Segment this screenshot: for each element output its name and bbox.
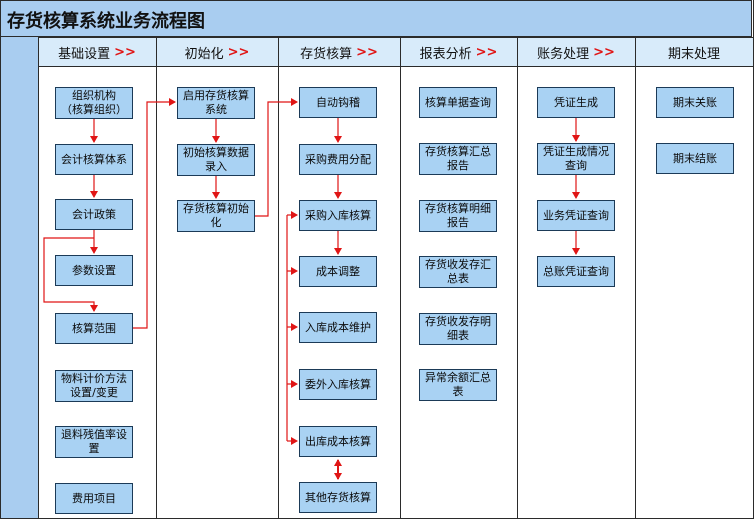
node-accounting-scope[interactable]: 核算范围 <box>55 313 133 344</box>
node-initialization[interactable]: 存货核算初始 化 <box>177 200 255 232</box>
node-accounting-system[interactable]: 会计核算体系 <box>55 144 133 175</box>
node-return-residual-rate[interactable]: 退料残值率设 置 <box>55 426 133 458</box>
arrow-scope-to-enable <box>133 98 176 329</box>
node-detail-report[interactable]: 存货核算明细 报告 <box>419 200 497 232</box>
node-purchase-expense-allocation[interactable]: 采购费用分配 <box>299 144 377 175</box>
node-org-structure[interactable]: 组织机构 （核算组织） <box>55 87 133 119</box>
node-material-valuation[interactable]: 物料计价方法 设置/变更 <box>55 370 133 402</box>
node-outsourced-inbound-accounting[interactable]: 委外入库核算 <box>299 369 377 400</box>
column-header-report-analysis: 报表分析>> <box>400 37 517 67</box>
node-voucher-status-query[interactable]: 凭证生成情况 查询 <box>537 143 615 175</box>
node-cost-adjustment[interactable]: 成本调整 <box>299 256 377 287</box>
node-business-voucher-query[interactable]: 业务凭证查询 <box>537 200 615 231</box>
node-voucher-generation[interactable]: 凭证生成 <box>537 87 615 118</box>
column-header-row <box>38 37 754 67</box>
lane-divider <box>400 37 401 519</box>
node-expense-items[interactable]: 费用项目 <box>55 483 133 514</box>
node-ledger-voucher-query[interactable]: 总账凭证查询 <box>537 256 615 287</box>
node-other-inventory-accounting[interactable]: 其他存货核算 <box>299 482 377 513</box>
node-stock-summary-table[interactable]: 存货收发存汇 总表 <box>419 256 497 288</box>
arrow-glyph: >> <box>593 44 615 60</box>
node-inbound-cost-maintenance[interactable]: 入库成本维护 <box>299 312 377 343</box>
column-label: 初始化 <box>184 46 224 62</box>
column-header-initialization: 初始化>> <box>156 37 278 67</box>
node-parameter-settings[interactable]: 参数设置 <box>55 255 133 286</box>
column-header-inventory-accounting: 存货核算>> <box>278 37 400 67</box>
node-period-settlement[interactable]: 期末结账 <box>656 143 734 174</box>
node-accounting-policy[interactable]: 会计政策 <box>55 199 133 230</box>
lane-divider <box>635 37 636 519</box>
lane-divider <box>278 37 279 519</box>
arrow-glyph: >> <box>227 44 250 60</box>
node-outbound-cost-accounting[interactable]: 出库成本核算 <box>299 426 377 457</box>
lane-divider <box>156 37 157 519</box>
page-title: 存货核算系统业务流程图 <box>7 11 205 32</box>
title-bar: 存货核算系统业务流程图 <box>0 0 752 37</box>
arrow-glyph: >> <box>475 44 498 60</box>
node-abnormal-balance-summary[interactable]: 异常余额汇总 表 <box>419 369 497 401</box>
column-label: 期末处理 <box>667 46 720 62</box>
lane-divider <box>517 37 518 519</box>
arrow-glyph: >> <box>114 44 136 60</box>
node-document-query[interactable]: 核算单据查询 <box>419 87 497 118</box>
node-initial-data-entry[interactable]: 初始核算数据 录入 <box>177 144 255 176</box>
column-header-period-end: 期末处理 <box>635 37 753 67</box>
node-enable-system[interactable]: 启用存货核算 系统 <box>177 87 255 119</box>
arrow-glyph: >> <box>356 44 378 60</box>
arrow-init-to-matching <box>255 98 298 217</box>
node-summary-report[interactable]: 存货核算汇总 报告 <box>419 143 497 175</box>
column-header-basic-settings: 基础设置>> <box>38 37 156 67</box>
column-label: 报表分析 <box>419 46 472 62</box>
node-auto-matching[interactable]: 自动钩稽 <box>299 87 377 118</box>
left-swimlane-strip <box>0 37 38 519</box>
lane-divider <box>38 37 39 519</box>
column-header-account-processing: 账务处理>> <box>517 37 635 67</box>
node-period-close[interactable]: 期末关账 <box>656 87 734 118</box>
column-label: 存货核算 <box>300 46 353 62</box>
node-stock-detail-table[interactable]: 存货收发存明 细表 <box>419 313 497 345</box>
column-label: 基础设置 <box>58 46 111 62</box>
column-label: 账务处理 <box>537 46 590 62</box>
node-purchase-inbound-accounting[interactable]: 采购入库核算 <box>299 200 377 231</box>
